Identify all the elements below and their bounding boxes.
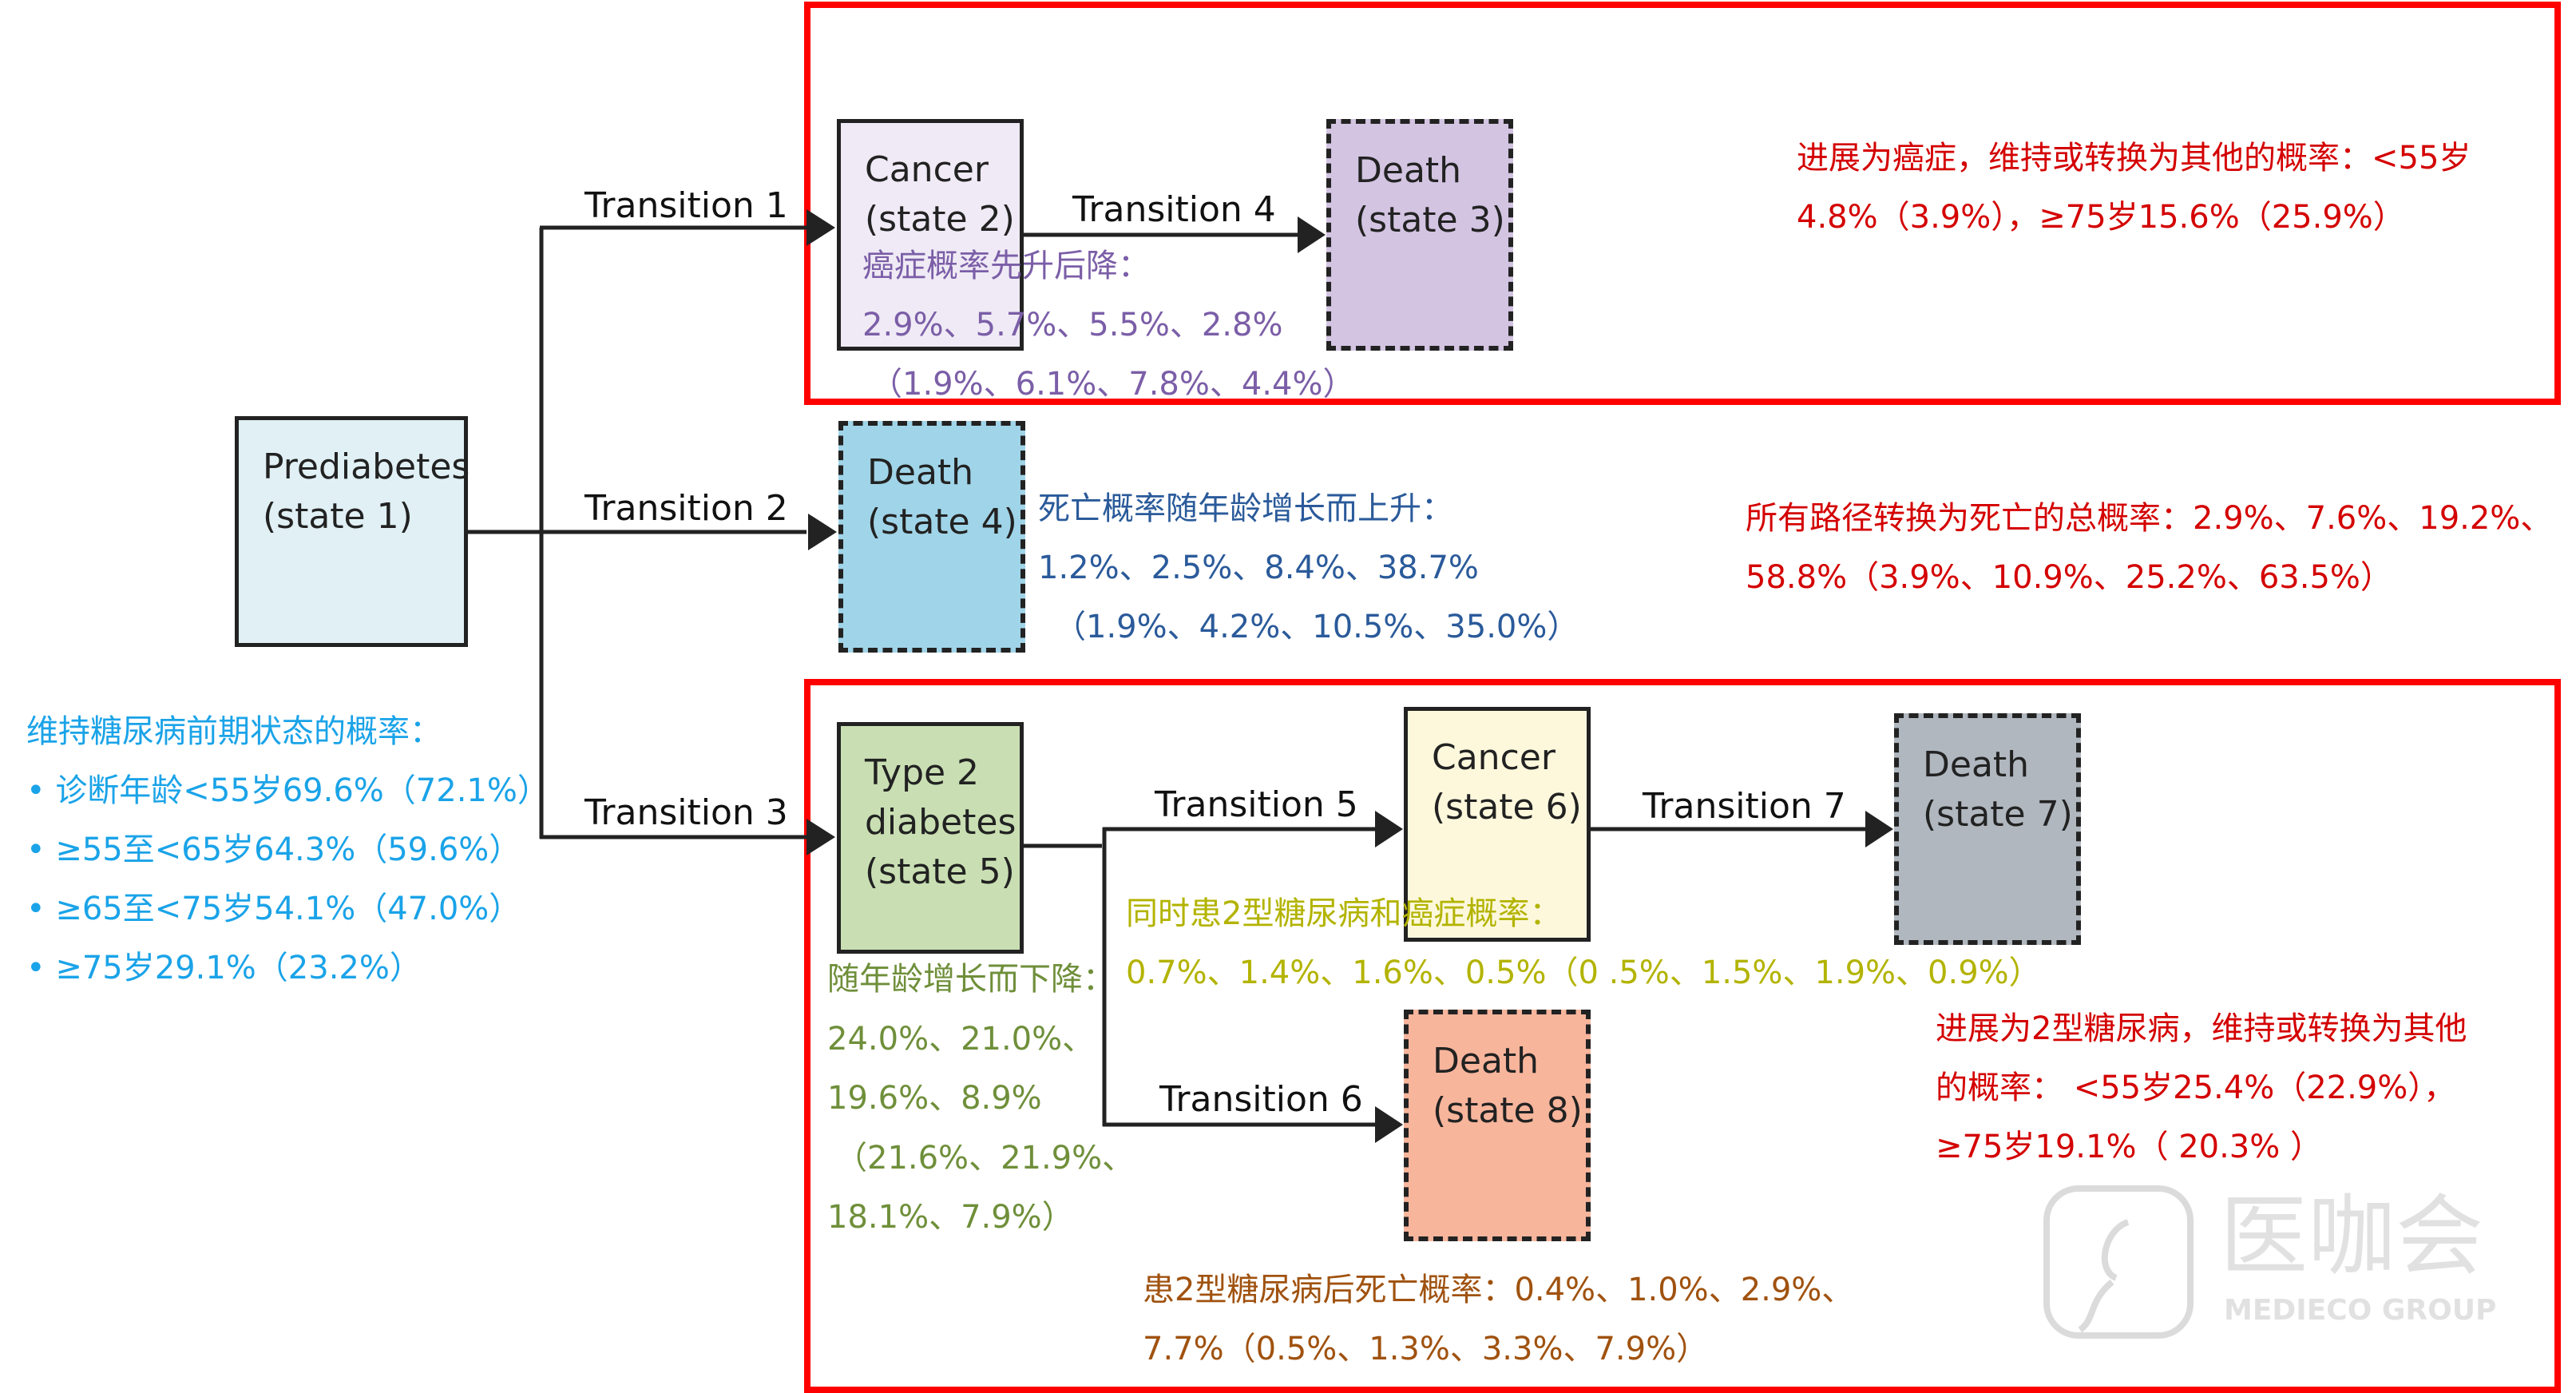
arrowhead xyxy=(806,819,835,855)
note-line: （21.6%、21.9%、 xyxy=(835,1139,1135,1177)
bullet-item: • 诊断年龄<55岁69.6%（72.1%） xyxy=(26,772,549,809)
state-label: Cancer xyxy=(865,149,989,190)
arrowhead xyxy=(1298,216,1326,253)
note-line: 19.6%、8.9% xyxy=(827,1080,1042,1117)
state-cancer-6: Cancer (state 6) xyxy=(1404,707,1591,942)
state-label: diabetes xyxy=(865,802,1017,843)
note-line: 的概率： <55岁25.4%（22.9%）， xyxy=(1936,1070,2456,1106)
note-t2d-progress: 进展为2型糖尿病，维持或转换为其他 的概率： <55岁25.4%（22.9%），… xyxy=(1936,999,2467,1177)
state-number: (state 5) xyxy=(865,851,1015,892)
state-prediabetes: Prediabetes (state 1) xyxy=(235,416,470,647)
state-label: Type 2 xyxy=(865,752,980,793)
state-label: Death xyxy=(867,452,974,493)
transition-7-label: Transition 7 xyxy=(1643,786,1846,827)
note-prediabetes-keep: 维持糖尿病前期状态的概率： • 诊断年龄<55岁69.6%（72.1%） • ≥… xyxy=(26,702,549,998)
transition-6-label: Transition 6 xyxy=(1159,1079,1363,1120)
state-number: (state 1) xyxy=(263,496,413,537)
note-line: 4.8%（3.9%），≥75岁15.6%（25.9%） xyxy=(1797,199,2405,236)
state-death-4: Death (state 4) xyxy=(838,421,1025,653)
note-line: 患2型糖尿病后死亡概率：0.4%、1.0%、2.9%、 xyxy=(1143,1272,1854,1308)
note-heading: 维持糖尿病前期状态的概率： xyxy=(26,713,442,750)
arrowhead xyxy=(1865,811,1893,847)
watermark-en: MEDIECO GROUP xyxy=(2224,1294,2497,1327)
note-line: ≥75岁19.1%（ 20.3% ） xyxy=(1936,1129,2322,1165)
highlight-box-diabetes xyxy=(804,679,2561,1393)
arrowhead xyxy=(808,514,837,550)
state-death-7: Death (state 7) xyxy=(1894,713,2081,945)
note-line: 进展为2型糖尿病，维持或转换为其他 xyxy=(1936,1010,2467,1047)
state-number: (state 4) xyxy=(867,502,1017,542)
note-death-probability: 死亡概率随年龄增长而上升： 1.2%、2.5%、8.4%、38.7% （1.9%… xyxy=(1038,479,1579,657)
note-line: （1.9%、4.2%、10.5%、35.0%） xyxy=(1054,609,1579,645)
logo-icon xyxy=(2043,1185,2194,1339)
note-line: 癌症概率先升后降： xyxy=(862,248,1150,284)
note-t2d-death: 患2型糖尿病后死亡概率：0.4%、1.0%、2.9%、 7.7%（0.5%、1.… xyxy=(1143,1260,1853,1379)
note-line: 死亡概率随年龄增长而上升： xyxy=(1038,490,1453,527)
note-total-death: 所有路径转换为死亡的总概率：2.9%、7.6%、19.2%、 58.8%（3.9… xyxy=(1746,489,2552,607)
bullet-item: • ≥75岁29.1%（23.2%） xyxy=(26,950,422,986)
state-number: (state 7) xyxy=(1923,794,2073,835)
state-label: Cancer xyxy=(1432,737,1556,778)
arrowhead xyxy=(1375,811,1403,847)
note-line: 24.0%、21.0%、 xyxy=(827,1020,1095,1058)
note-line: 所有路径转换为死亡的总概率：2.9%、7.6%、19.2%、 xyxy=(1746,500,2553,537)
note-cancer-probability: 癌症概率先升后降： 2.9%、5.7%、5.5%、2.8% （1.9%、6.1%… xyxy=(862,236,1354,414)
note-line: 18.1%、7.9%） xyxy=(827,1199,1074,1236)
note-line: （1.9%、6.1%、7.8%、4.4%） xyxy=(870,366,1355,403)
note-t2d-probability: 随年龄增长而下降： 24.0%、21.0%、 19.6%、8.9% （21.6%… xyxy=(827,950,1134,1248)
watermark-logo: 医咖会 MEDIECO GROUP xyxy=(2040,1182,2511,1342)
state-death-3: Death (state 3) xyxy=(1326,119,1513,351)
note-line: 0.7%、1.4%、1.6%、0.5%（0 .5%、1.5%、1.9%、0.9%… xyxy=(1126,954,2041,991)
bullet-item: • ≥65至<75岁54.1%（47.0%） xyxy=(26,891,521,927)
transition-2-label: Transition 2 xyxy=(585,488,788,529)
transition-4-label: Transition 4 xyxy=(1072,189,1276,230)
transition-5-label: Transition 5 xyxy=(1155,784,1358,825)
state-label: Prediabetes xyxy=(263,446,470,487)
transition-1-label: Transition 1 xyxy=(585,185,788,226)
note-line: 1.2%、2.5%、8.4%、38.7% xyxy=(1038,550,1479,586)
highlight-box-cancer xyxy=(804,2,2561,405)
state-label: Death xyxy=(1355,150,1462,191)
state-number: (state 8) xyxy=(1433,1090,1583,1131)
bullet-item: • ≥55至<65岁64.3%（59.6%） xyxy=(26,831,521,868)
state-label: Death xyxy=(1433,1041,1540,1081)
state-number: (state 3) xyxy=(1355,200,1505,240)
transition-3-label: Transition 3 xyxy=(585,792,788,833)
note-line: 随年龄增长而下降： xyxy=(827,961,1115,998)
note-line: 58.8%（3.9%、10.9%、25.2%、63.5%） xyxy=(1746,559,2392,596)
state-death-8: Death (state 8) xyxy=(1404,1010,1591,1241)
state-number: (state 6) xyxy=(1432,787,1582,827)
state-number: (state 2) xyxy=(865,199,1015,240)
note-line: 7.7%（0.5%、1.3%、3.3%、7.9%） xyxy=(1143,1331,1709,1367)
state-type2-diabetes-5: Type 2 diabetes (state 5) xyxy=(837,722,1024,954)
state-cancer-2: Cancer (state 2) xyxy=(837,119,1024,351)
note-both-probability: 同时患2型糖尿病和癌症概率： 0.7%、1.4%、1.6%、0.5%（0 .5%… xyxy=(1126,884,2041,1002)
watermark-cn: 医咖会 xyxy=(2220,1185,2483,1288)
arrowhead xyxy=(806,209,835,246)
note-line: 同时患2型糖尿病和癌症概率： xyxy=(1126,895,1562,932)
state-label: Death xyxy=(1923,744,2030,785)
note-line: 进展为癌症，维持或转换为其他的概率：<55岁 xyxy=(1797,140,2471,177)
note-cancer-progress: 进展为癌症，维持或转换为其他的概率：<55岁 4.8%（3.9%），≥75岁15… xyxy=(1797,129,2471,247)
note-line: 2.9%、5.7%、5.5%、2.8% xyxy=(862,307,1283,343)
arrowhead xyxy=(1375,1106,1403,1143)
